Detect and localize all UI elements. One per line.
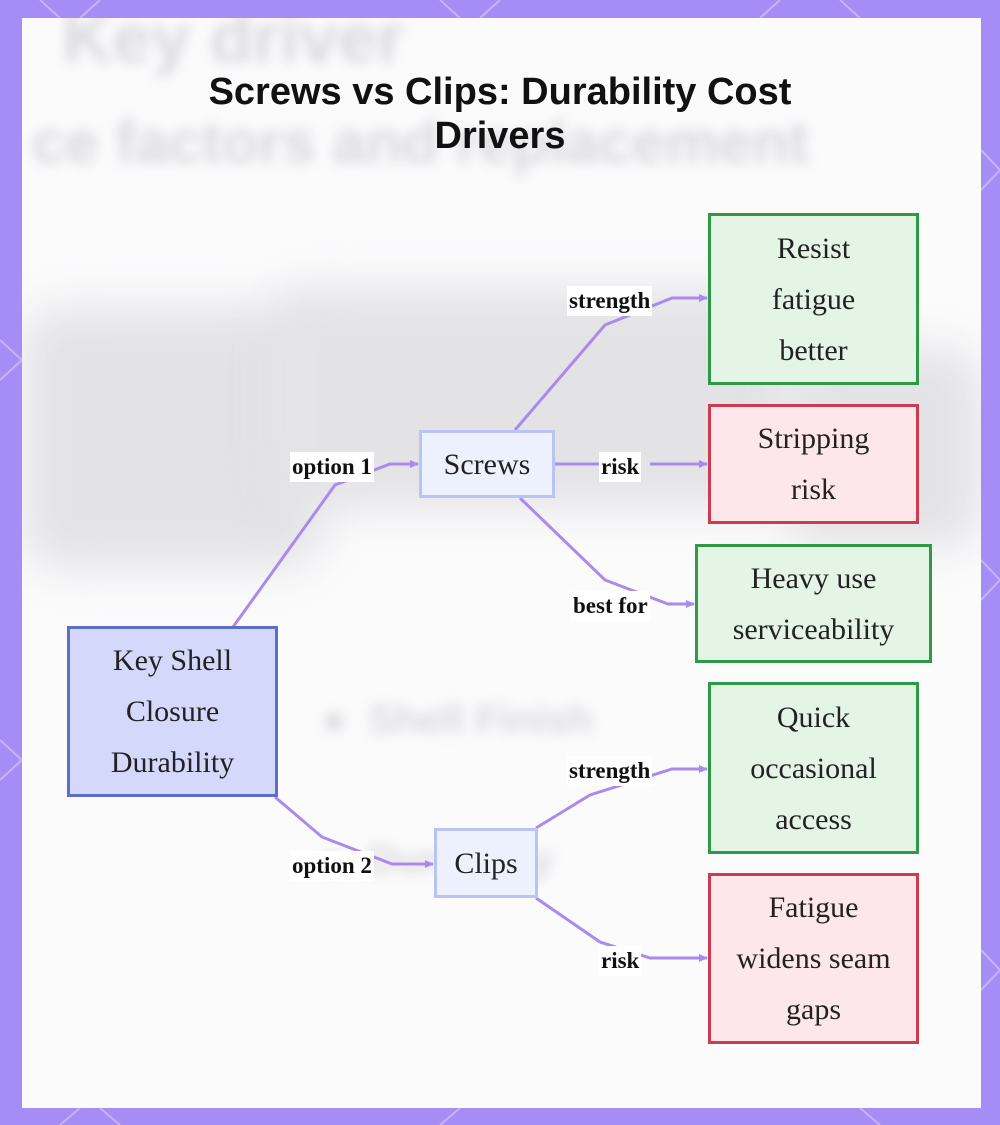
edge-label-screws-risk: risk (599, 452, 642, 482)
edge-label-screws-best-for: best for (571, 591, 650, 621)
node-label: Key Shell Closure Durability (110, 644, 235, 779)
node-clips: Clips (434, 828, 538, 898)
edge-root-to-clips (274, 795, 434, 868)
edge-label-option-1: option 1 (290, 452, 374, 482)
node-resist-fatigue-better: Resist fatigue better (708, 213, 919, 385)
node-fatigue-widens-seam-gaps: Fatigue widens seam gaps (708, 873, 919, 1044)
title-line-2: Drivers (434, 115, 566, 157)
edge-root-to-screws (231, 460, 419, 628)
node-heavy-use-serviceability: Heavy use serviceability (695, 544, 932, 663)
edge-label-clips-strength: strength (567, 756, 653, 786)
diagram-title: Screws vs Clips: Durability Cost Drivers (0, 70, 1000, 158)
node-label: Stripping risk (757, 422, 870, 506)
node-label: Screws (443, 447, 531, 481)
node-quick-occasional-access: Quick occasional access (708, 682, 919, 854)
title-line-1: Screws vs Clips: Durability Cost (208, 71, 792, 113)
edge-screws-to-best-for (518, 496, 695, 608)
edge-label-option-2: option 2 (290, 851, 374, 881)
node-label: Heavy use serviceability (732, 561, 895, 646)
node-label: Quick occasional access (750, 700, 877, 836)
node-label: Resist fatigue better (771, 231, 856, 367)
node-stripping-risk: Stripping risk (708, 404, 919, 524)
edge-label-clips-risk: risk (599, 946, 642, 976)
node-label: Fatigue widens seam gaps (736, 891, 891, 1026)
node-key-shell-closure-durability: Key Shell Closure Durability (67, 626, 278, 797)
edge-label-screws-strength: strength (567, 286, 653, 316)
node-label: Clips (454, 846, 518, 880)
edge-screws-to-strength (513, 294, 708, 431)
node-screws: Screws (419, 430, 555, 498)
